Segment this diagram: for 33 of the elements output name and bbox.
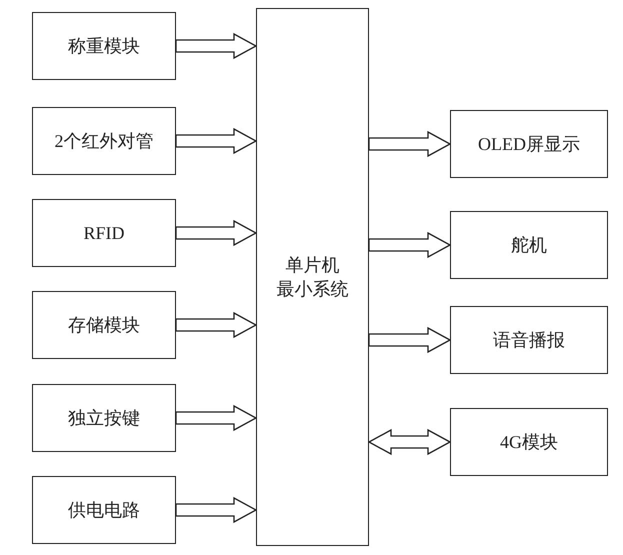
box-label: 独立按键: [67, 407, 141, 430]
block-arrow: [175, 32, 258, 60]
box-label: 4G模块: [499, 431, 559, 454]
block-arrow: [368, 326, 452, 354]
module-box: [32, 12, 176, 80]
controller-box: [256, 8, 369, 546]
block-arrow: [175, 220, 258, 246]
block-arrow: [175, 404, 258, 432]
block-arrow: [175, 128, 258, 154]
block-arrow: [368, 232, 452, 258]
module-box: [450, 211, 608, 279]
block-arrow: [175, 312, 258, 338]
module-box: [32, 291, 176, 359]
box-label: 语音播报: [492, 329, 566, 352]
box-label: 供电电路: [67, 499, 141, 522]
block-arrow: [175, 496, 258, 524]
box-label: OLED屏显示: [477, 133, 581, 156]
module-box: [32, 199, 176, 267]
box-label: 称重模块: [67, 35, 141, 58]
block-arrow: [368, 130, 452, 158]
box-label: 单片机: [284, 254, 340, 277]
module-box: [450, 306, 608, 374]
module-box: [450, 408, 608, 476]
module-box: [450, 110, 608, 178]
module-box: [32, 107, 176, 175]
module-box: [32, 384, 176, 452]
box-label: 舵机: [510, 234, 548, 257]
box-label: 最小系统: [276, 278, 350, 301]
block-arrow: [368, 428, 452, 456]
box-label: 存储模块: [67, 314, 141, 337]
box-label: 2个红外对管: [54, 130, 154, 153]
box-label: RFID: [82, 222, 126, 245]
module-box: [32, 476, 176, 544]
